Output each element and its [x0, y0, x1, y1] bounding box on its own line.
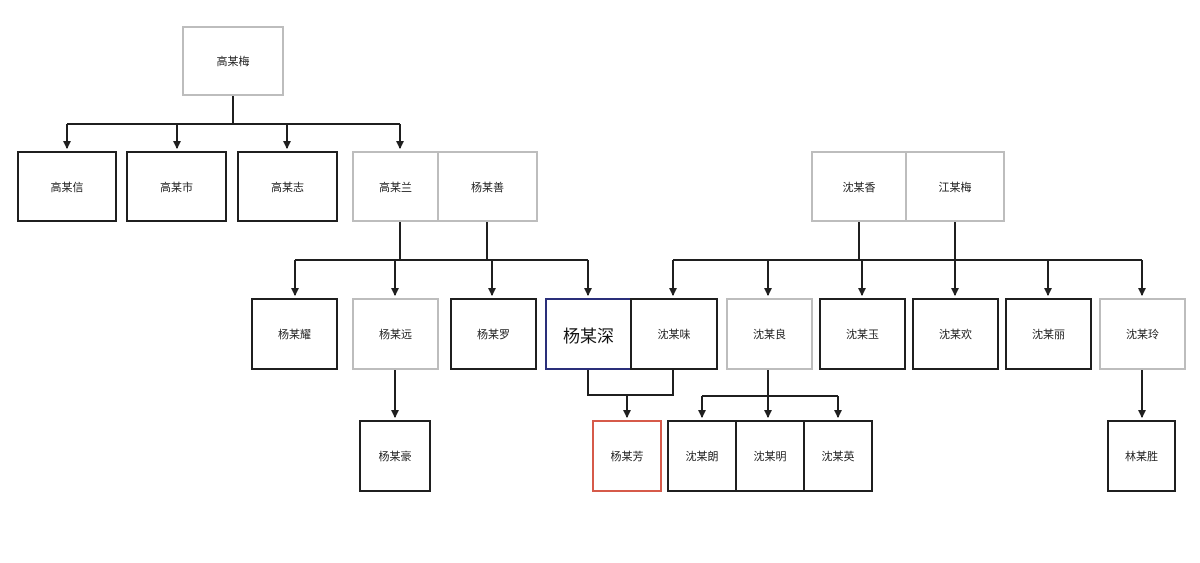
node-label: 沈某丽 [1032, 328, 1065, 341]
node-label: 高某志 [271, 180, 304, 194]
node-label: 沈某玉 [846, 328, 879, 341]
node-gao-zhi: 高某志 [237, 151, 338, 222]
node-yang-shan: 杨某善 [437, 151, 538, 222]
node-label: 杨某善 [471, 180, 504, 194]
node-shen-ying: 沈某英 [803, 420, 873, 492]
node-gao-xin: 高某信 [17, 151, 117, 222]
node-yang-yuan: 杨某远 [352, 298, 439, 370]
node-label: 杨某深 [563, 326, 614, 347]
node-label: 沈某良 [753, 328, 786, 341]
node-shen-li: 沈某丽 [1005, 298, 1092, 370]
node-label: 高某梅 [216, 55, 250, 68]
node-label: 沈某香 [842, 180, 876, 194]
node-yang-fang: 杨某芳 [592, 420, 662, 492]
node-label: 沈某欢 [939, 328, 972, 341]
node-label: 沈某英 [821, 450, 855, 463]
node-label: 杨某耀 [278, 328, 311, 341]
node-shen-yu: 沈某玉 [819, 298, 906, 370]
node-label: 沈某味 [657, 328, 691, 341]
node-shen-liang: 沈某良 [726, 298, 813, 370]
node-label: 江某梅 [938, 180, 972, 194]
node-label: 沈某玲 [1126, 328, 1159, 341]
edge-couple-left [587, 370, 674, 396]
node-shen-ming: 沈某明 [735, 420, 805, 492]
node-jiang-mei: 江某梅 [905, 151, 1005, 222]
node-lin-sheng: 林某胜 [1107, 420, 1176, 492]
node-label: 高某兰 [379, 180, 412, 194]
node-label: 杨某豪 [378, 450, 412, 463]
node-shen-lang: 沈某朗 [667, 420, 737, 492]
node-label: 高某信 [50, 180, 84, 194]
node-shen-huan: 沈某欢 [912, 298, 999, 370]
node-label: 杨某罗 [477, 328, 510, 341]
node-label: 杨某远 [379, 328, 412, 341]
node-shen-xiang: 沈某香 [811, 151, 907, 222]
node-label: 杨某芳 [610, 450, 644, 463]
node-gao-lan: 高某兰 [352, 151, 439, 222]
node-label: 高某市 [160, 180, 193, 194]
node-yang-luo: 杨某罗 [450, 298, 537, 370]
node-gao-mei: 高某梅 [182, 26, 284, 96]
node-yang-hao: 杨某豪 [359, 420, 431, 492]
node-shen-ling: 沈某玲 [1099, 298, 1186, 370]
node-label: 林某胜 [1125, 450, 1158, 463]
node-label: 沈某明 [753, 450, 787, 463]
node-gao-shi: 高某市 [126, 151, 227, 222]
node-yang-yao: 杨某耀 [251, 298, 338, 370]
node-shen-wei: 沈某味 [630, 298, 718, 370]
node-label: 沈某朗 [685, 450, 719, 463]
node-yang-shen: 杨某深 [545, 298, 632, 370]
